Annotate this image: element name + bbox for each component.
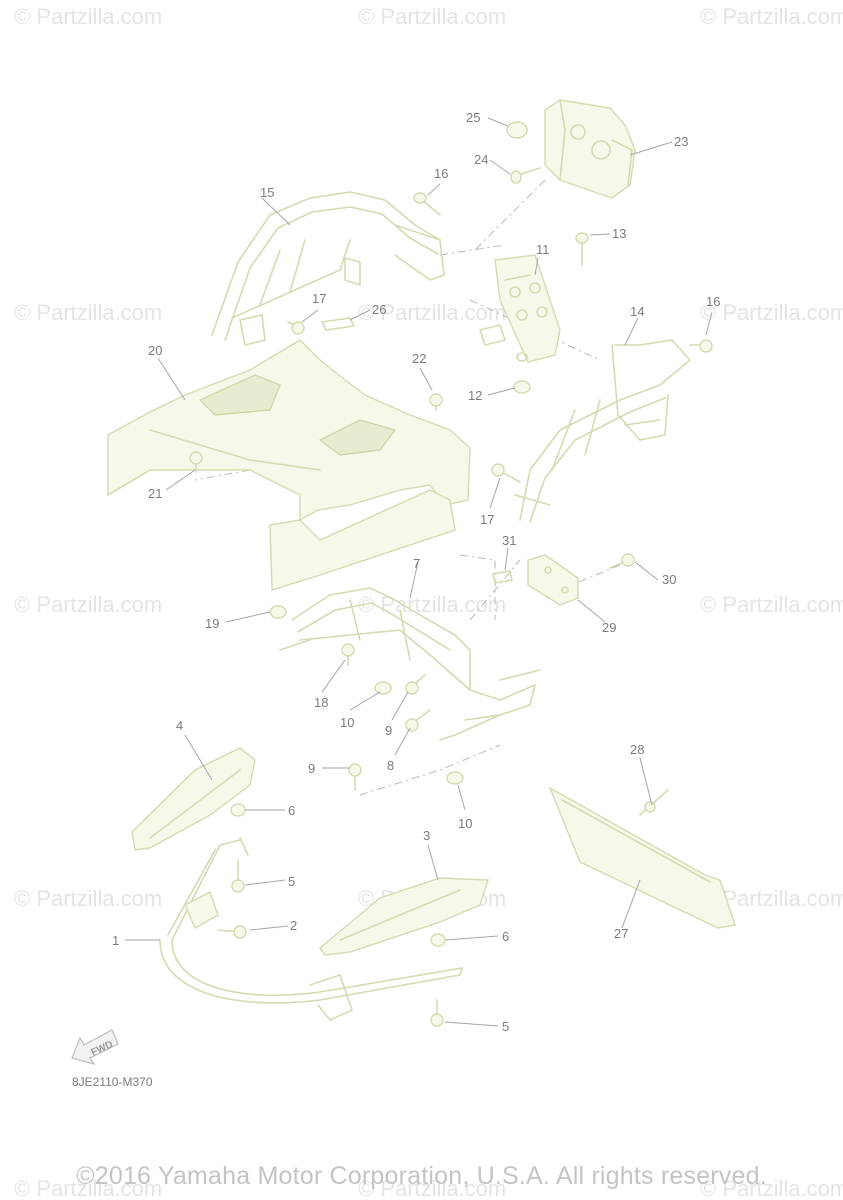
fwd-arrow-icon: FWD <box>71 1029 119 1066</box>
part-20-rear-fender <box>107 339 471 591</box>
callout-14: 14 <box>630 304 644 319</box>
part-23-rear-box <box>544 99 636 199</box>
watermark: © Partzilla.com <box>700 4 843 29</box>
watermark: © Partzilla.com <box>14 1176 162 1200</box>
part-5-bolt <box>430 999 444 1027</box>
callout-7: 7 <box>413 556 420 571</box>
part-24-bolt <box>510 167 541 184</box>
callout-6: 6 <box>502 929 509 944</box>
callout-27: 27 <box>614 926 628 941</box>
part-4-handle-cover <box>131 747 256 851</box>
callout-26: 26 <box>372 302 386 317</box>
part-9-bolt <box>405 674 426 695</box>
part-16-bolt <box>689 339 713 353</box>
callout-31: 31 <box>502 533 516 548</box>
callout-24: 24 <box>474 152 488 167</box>
part-27-plate-bracket <box>548 786 736 929</box>
part-21-bolt <box>189 451 203 473</box>
callout-30: 30 <box>662 572 676 587</box>
callout-16: 16 <box>706 294 720 309</box>
watermark: © Partzilla.com <box>700 300 843 325</box>
callout-28: 28 <box>630 742 644 757</box>
callout-29: 29 <box>602 620 616 635</box>
part-14-rear-rack <box>514 339 691 523</box>
callout-25: 25 <box>466 110 480 125</box>
watermark: © Partzilla.com <box>358 592 506 617</box>
part-8-bolt <box>405 709 431 732</box>
callout-20: 20 <box>148 343 162 358</box>
part-16-bolt <box>413 192 441 216</box>
callout-15: 15 <box>260 185 274 200</box>
part-17-bolt <box>491 463 521 483</box>
callout-18: 18 <box>314 695 328 710</box>
copyright-notice: ©2016 Yamaha Motor Corporation, U.S.A. A… <box>76 1162 767 1190</box>
part-22-bolt <box>429 393 443 411</box>
callout-13: 13 <box>612 226 626 241</box>
callout-8: 8 <box>387 758 394 773</box>
callout-21: 21 <box>148 486 162 501</box>
part-1-grab-bar <box>159 837 463 1021</box>
part-19-grommet <box>269 605 287 619</box>
callout-11: 11 <box>536 242 550 257</box>
part-9-bolt <box>348 763 362 791</box>
part-17-bolt <box>287 321 305 335</box>
watermark: © Partzilla.com <box>700 1176 843 1200</box>
callout-labels: 1 2 3 4 5 5 6 6 7 8 9 9 10 10 11 12 13 1… <box>112 110 720 1034</box>
callout-10: 10 <box>458 816 472 831</box>
watermark: © Partzilla.com <box>358 1176 506 1200</box>
watermark: © Partzilla.com <box>700 592 843 617</box>
callout-5: 5 <box>288 874 295 889</box>
part-6-collar <box>230 803 246 817</box>
part-6-collar <box>430 933 446 947</box>
part-5-bolt <box>231 859 245 893</box>
part-10-grommet <box>374 681 392 695</box>
watermark: © Partzilla.com <box>14 886 162 911</box>
watermarks: © Partzilla.com © Partzilla.com © Partzi… <box>14 4 843 1200</box>
part-15-front-rack <box>211 191 445 346</box>
part-28-screw <box>639 789 669 816</box>
callout-1: 1 <box>112 933 119 948</box>
part-2-bolt <box>217 925 247 939</box>
callout-4: 4 <box>176 718 183 733</box>
part-26-label <box>321 317 355 331</box>
part-25-cap <box>506 121 528 139</box>
part-7-frame <box>279 587 541 741</box>
callout-17: 17 <box>312 291 326 306</box>
part-30-bolt <box>609 553 635 569</box>
callout-16: 16 <box>434 166 448 181</box>
part-29-bracket <box>527 554 579 606</box>
callout-23: 23 <box>674 134 688 149</box>
watermark: © Partzilla.com <box>14 4 162 29</box>
part-3-handle-cover <box>319 877 489 956</box>
part-31-label <box>492 570 513 584</box>
callout-6: 6 <box>288 803 295 818</box>
part-18-bolt <box>341 643 355 666</box>
callout-10: 10 <box>340 715 354 730</box>
part-11-bracket <box>479 254 561 363</box>
watermark: © Partzilla.com <box>358 300 506 325</box>
leader-lines <box>125 117 713 1027</box>
diagram-code: 8JE2110-M370 <box>72 1075 153 1089</box>
watermark: © Partzilla.com <box>14 300 162 325</box>
callout-2: 2 <box>290 918 297 933</box>
part-10-grommet <box>446 771 464 785</box>
callout-12: 12 <box>468 388 482 403</box>
callout-3: 3 <box>423 828 430 843</box>
callout-19: 19 <box>205 616 219 631</box>
watermark: © Partzilla.com <box>358 4 506 29</box>
part-12-grommet <box>513 352 531 394</box>
part-13-bolt <box>575 232 589 266</box>
watermark: © Partzilla.com <box>14 592 162 617</box>
callout-22: 22 <box>412 351 426 366</box>
callout-9: 9 <box>308 761 315 776</box>
callout-5: 5 <box>502 1019 509 1034</box>
callout-17: 17 <box>480 512 494 527</box>
callout-9: 9 <box>385 723 392 738</box>
